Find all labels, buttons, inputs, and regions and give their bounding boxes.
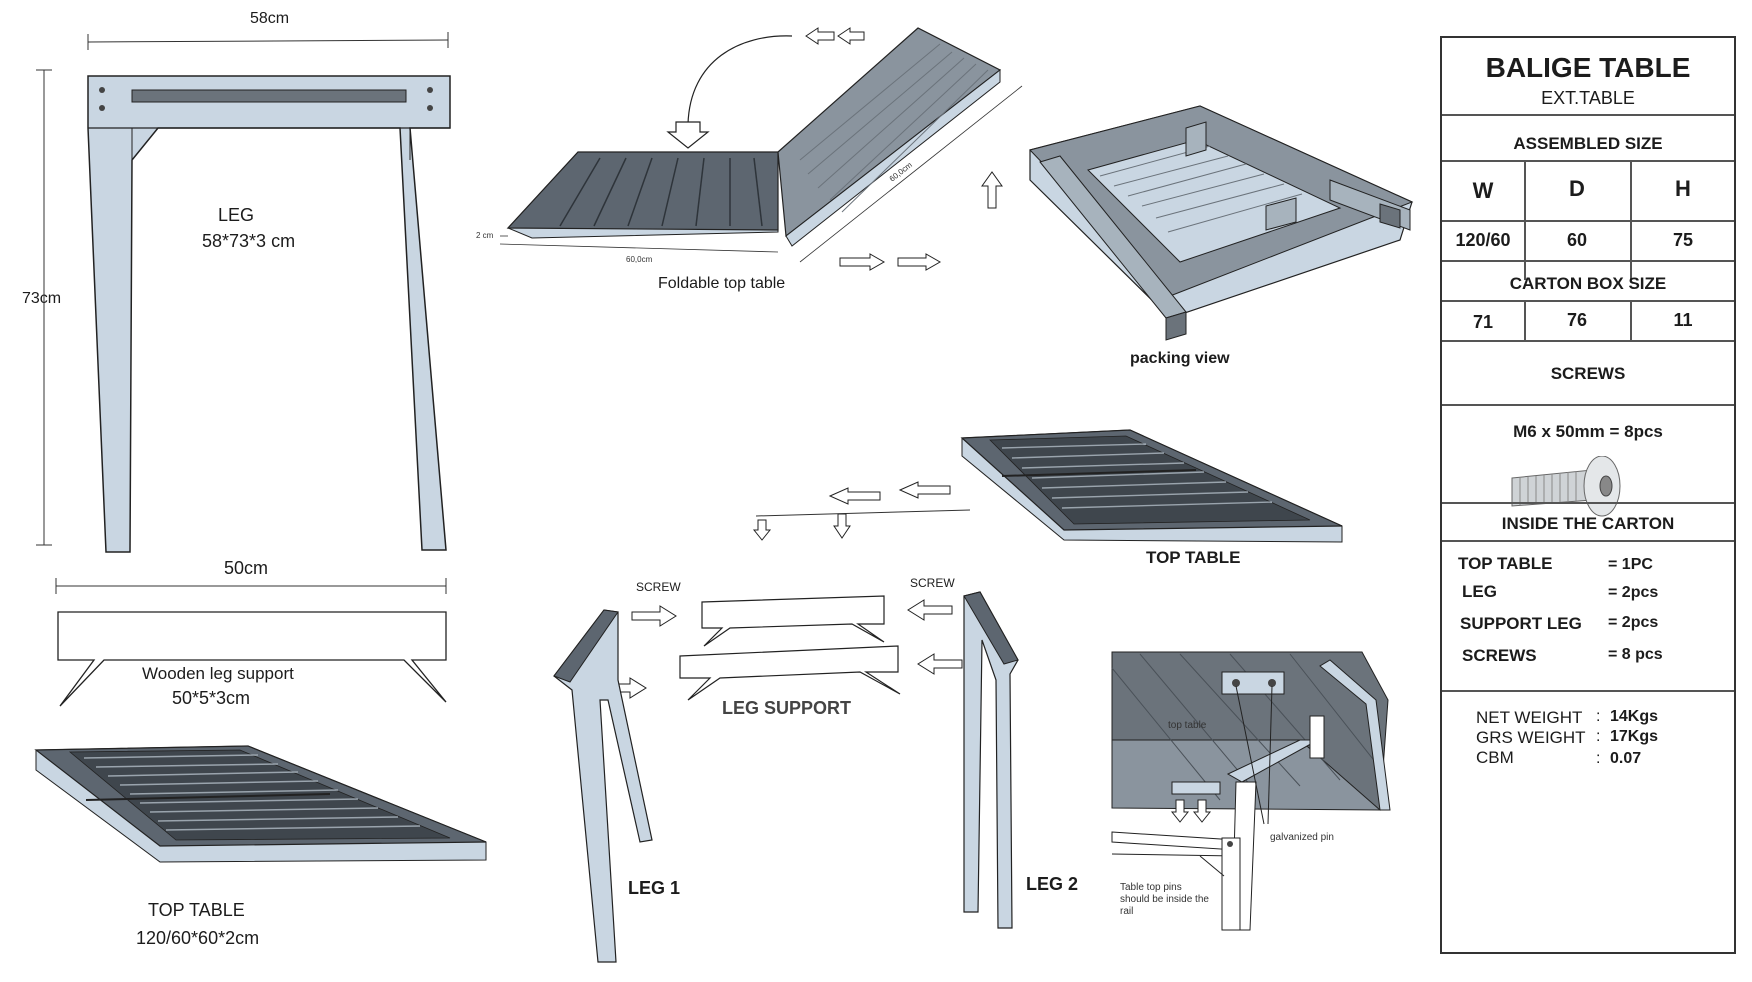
- top-table-label: TOP TABLE: [148, 900, 245, 920]
- divider: [1442, 340, 1734, 342]
- weight-sep: :: [1596, 728, 1601, 745]
- support-drawing: [55, 578, 447, 707]
- spec-subtitle: EXT.TABLE: [1541, 88, 1635, 108]
- leg-height-dimension: 73cm: [22, 290, 62, 307]
- assembly-top-drawing: [752, 429, 1343, 543]
- weight-label: CBM: [1476, 748, 1514, 767]
- carton-d-value: 76: [1566, 310, 1588, 330]
- support-width-dimension: 50cm: [224, 558, 269, 578]
- detail-note-line2: should be inside the: [1120, 894, 1209, 905]
- weight-label: GRS WEIGHT: [1476, 728, 1586, 747]
- divider: [1442, 502, 1734, 504]
- carton-h-value: 11: [1673, 310, 1693, 330]
- screw-icon: [1511, 456, 1621, 517]
- leg-width-dimension: 58cm: [250, 10, 290, 27]
- leg1-label: LEG 1: [628, 878, 681, 898]
- divider: [1442, 404, 1734, 406]
- leg-support-label: LEG SUPPORT: [722, 698, 852, 718]
- screw-right-label: SCREW: [910, 576, 955, 590]
- detail-note-line1: Table top pins: [1120, 882, 1182, 893]
- leg-drawing: [36, 32, 451, 553]
- spec-title: BALIGE TABLE: [1485, 52, 1691, 83]
- screw-spec: M6 x 50mm = 8pcs: [1513, 422, 1663, 441]
- detail-note-line3: rail: [1120, 906, 1133, 917]
- detail-galvanized-pin-label: galvanized pin: [1270, 832, 1334, 843]
- carton-w-value: 71: [1472, 312, 1494, 332]
- item-name: SCREWS: [1462, 646, 1537, 665]
- header-w: W: [1472, 178, 1494, 203]
- divider: [1442, 160, 1734, 162]
- item-qty: = 1PC: [1608, 556, 1653, 573]
- divider: [1442, 690, 1734, 692]
- detail-top-table-label: top table: [1168, 720, 1207, 731]
- assembly-legs-drawing: [553, 591, 1019, 963]
- leg-size: 58*73*3 cm: [202, 231, 296, 251]
- support-label: Wooden leg support: [142, 664, 294, 683]
- foldable-drawing: 2 cm 60,0cm 60,0cm: [476, 27, 1023, 271]
- weight-label: NET WEIGHT: [1476, 708, 1583, 727]
- item-name: TOP TABLE: [1458, 554, 1553, 573]
- divider: [1442, 114, 1734, 116]
- item-qty: = 2pcs: [1608, 584, 1659, 601]
- column-divider: [1630, 300, 1632, 340]
- item-qty: = 8 pcs: [1608, 646, 1663, 663]
- detail-drawing: top table galvanized pin Table top pins …: [1111, 651, 1391, 931]
- column-divider: [1524, 300, 1526, 340]
- top-table-drawing: [34, 745, 487, 863]
- support-size: 50*5*3cm: [172, 688, 251, 708]
- foldable-width-dimension: 60,0cm: [626, 255, 653, 264]
- packing-label: packing view: [1130, 350, 1230, 367]
- foldable-label: Foldable top table: [658, 275, 786, 292]
- screws-heading: SCREWS: [1550, 364, 1626, 383]
- weight-value: 0.07: [1610, 750, 1642, 767]
- divider: [1442, 300, 1734, 302]
- item-qty: = 2pcs: [1608, 614, 1659, 631]
- divider: [1442, 540, 1734, 542]
- assembly-top-table-label: TOP TABLE: [1146, 548, 1241, 567]
- header-h: H: [1675, 176, 1691, 201]
- divider: [1442, 260, 1734, 262]
- item-name: SUPPORT LEG: [1460, 614, 1582, 633]
- screw-left-label: SCREW: [636, 580, 681, 594]
- inside-carton-heading: INSIDE THE CARTON: [1501, 514, 1675, 533]
- weight-value: 17Kgs: [1610, 728, 1659, 745]
- header-d: D: [1569, 176, 1585, 201]
- assembled-size-heading: ASSEMBLED SIZE: [1513, 134, 1663, 153]
- foldable-small-dimension: 2 cm: [476, 231, 494, 240]
- assembled-h-value: 75: [1672, 230, 1694, 250]
- item-name: LEG: [1462, 582, 1497, 601]
- spec-sheet: BALIGE TABLE EXT.TABLE ASSEMBLED SIZE W …: [1440, 36, 1736, 954]
- weight-value: 14Kgs: [1610, 708, 1659, 725]
- weight-sep: :: [1596, 750, 1601, 767]
- divider: [1442, 220, 1734, 222]
- carton-size-heading: CARTON BOX SIZE: [1509, 274, 1667, 293]
- leg-label: LEG: [218, 205, 255, 225]
- packing-drawing: [1029, 105, 1414, 341]
- leg2-label: LEG 2: [1026, 874, 1079, 894]
- weight-sep: :: [1596, 708, 1601, 725]
- assembled-d-value: 60: [1566, 230, 1588, 250]
- top-table-size: 120/60*60*2cm: [136, 928, 260, 948]
- assembled-w-value: 120/60: [1455, 230, 1511, 250]
